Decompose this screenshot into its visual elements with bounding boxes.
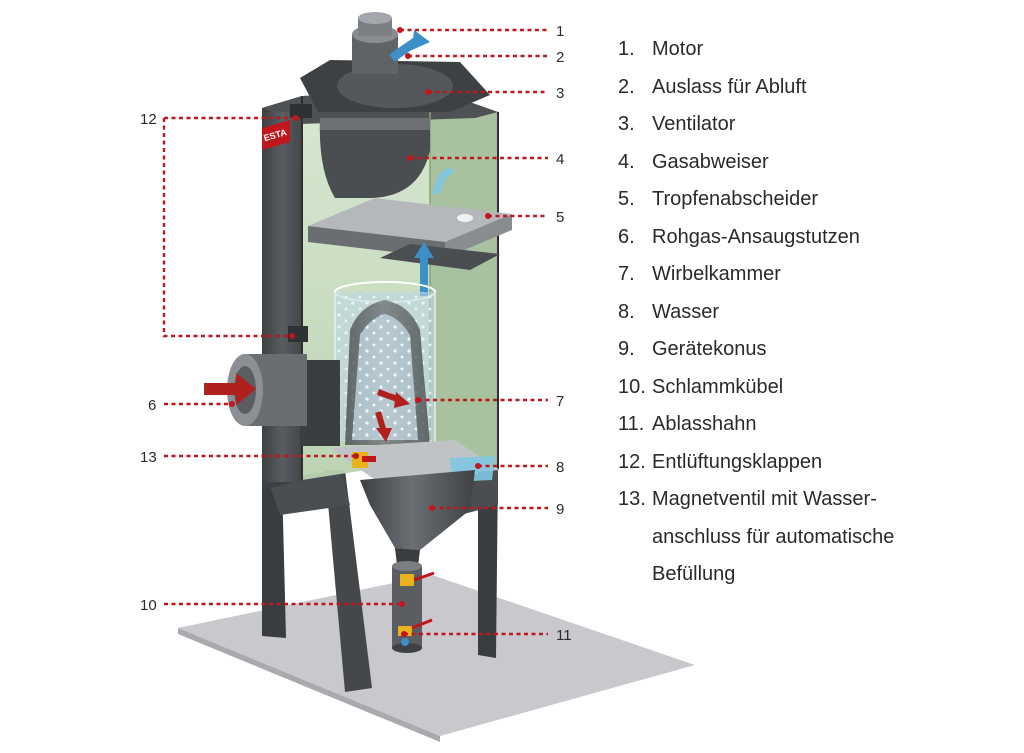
brand-plate: ESTA (262, 120, 290, 150)
clean-air-arrow (420, 254, 428, 296)
legend-number: 2. (618, 75, 635, 98)
legend-item: 3. Ventilator (618, 106, 1018, 144)
legend-text: Motor (652, 38, 704, 60)
clean-air-arrow-head (414, 242, 434, 258)
callout-5: 5 (556, 209, 564, 226)
legend-text: Gasabweiser (652, 150, 769, 173)
legend-item: 11. Ablasshahn (618, 406, 1018, 444)
callout-11: 11 (556, 627, 572, 644)
callout-6: 6 (148, 397, 156, 414)
callout-numbers: 1 2 3 4 5 6 7 8 9 10 11 12 13 (140, 23, 572, 644)
raw-gas-arrow-head (236, 373, 256, 405)
legend-item: 5. Tropfenabscheider (618, 181, 1018, 219)
legend-item: 12. Entlüftungsklappen (618, 444, 1018, 482)
parts-legend: 1. Motor 2. Auslass für Abluft 3. Ventilato… (618, 31, 1018, 594)
leader-12-bottom (162, 118, 292, 338)
legend-number: 4. (618, 150, 635, 173)
legend-item: 2. Auslass für Abluft (618, 69, 1018, 107)
callout-9: 9 (556, 501, 564, 518)
raw-gas-arrow (204, 383, 238, 395)
gas-flow-arrow-2-head (376, 428, 392, 442)
callout-7: 7 (556, 393, 564, 410)
legend-text: Wasser (652, 300, 720, 323)
legend-item: 7. Wirbelkammer (618, 256, 1018, 294)
legend-item: 8. Wasser (618, 294, 1018, 332)
legend-item: 1. Motor (618, 31, 1018, 69)
drain-tap (398, 618, 433, 646)
legend-number: 13. (618, 488, 646, 510)
legend-number: 1. (618, 38, 635, 60)
legend-item: 10. Schlammkübel (618, 369, 1018, 407)
gas-flow-arrow-1-head (394, 392, 410, 408)
legend-number: 3. (618, 113, 635, 135)
legend-number: 7. (618, 263, 635, 285)
floor-plate (178, 575, 695, 736)
legend-item: 9. Gerätekonus (618, 331, 1018, 369)
legend-number: 5. (618, 188, 635, 210)
legend-text: Ablasshahn (652, 413, 757, 435)
legend-number: 8. (618, 300, 635, 323)
callout-8: 8 (556, 459, 564, 476)
fan-motor-assembly (300, 12, 490, 112)
legend-item: 4. Gasabweiser (618, 144, 1018, 182)
legend-number: 9. (618, 338, 635, 360)
legend-text: Auslass für Abluft (652, 75, 807, 98)
callout-1: 1 (556, 23, 564, 40)
callout-leaders (162, 27, 548, 637)
vent-flap-top (290, 104, 312, 118)
callout-3: 3 (556, 85, 564, 102)
floor-plate-edge (178, 628, 440, 742)
callout-10: 10 (140, 597, 157, 614)
separator-tray (380, 244, 500, 270)
legend-item: 6. Rohgas-Ansaugstutzen (618, 219, 1018, 257)
gas-deflector (319, 118, 430, 198)
exhaust-arrow-head (412, 30, 430, 50)
legend-text: Ventilator (652, 113, 736, 135)
legend-text: Tropfenabscheider (652, 188, 819, 210)
legend-text: Magnetventil mit Wasser- anschluss für a… (652, 488, 895, 585)
callout-2: 2 (556, 49, 564, 66)
legend-number: 11. (618, 413, 645, 435)
legend-text: Rohgas-Ansaugstutzen (652, 225, 860, 248)
legend-number: 6. (618, 225, 635, 248)
legend-text: Schlammkübel (652, 375, 784, 398)
device-cone (360, 470, 475, 566)
legend-number: 12. (618, 450, 646, 473)
deflected-air-arrow (432, 166, 454, 195)
callout-4: 4 (556, 151, 564, 168)
legend-text: Gerätekonus (652, 338, 767, 360)
callout-13: 13 (140, 449, 157, 466)
legend-text: Entlüftungsklappen (652, 450, 823, 473)
legend-item: 13. Magnetventil mit Wasser- anschluss fü… (618, 481, 1018, 594)
water-basin (330, 440, 500, 482)
callout-12: 12 (140, 111, 157, 128)
legend-text: Wirbelkammer (652, 263, 781, 285)
vortex-chamber (334, 281, 436, 445)
legend-number: 10. (618, 375, 646, 398)
